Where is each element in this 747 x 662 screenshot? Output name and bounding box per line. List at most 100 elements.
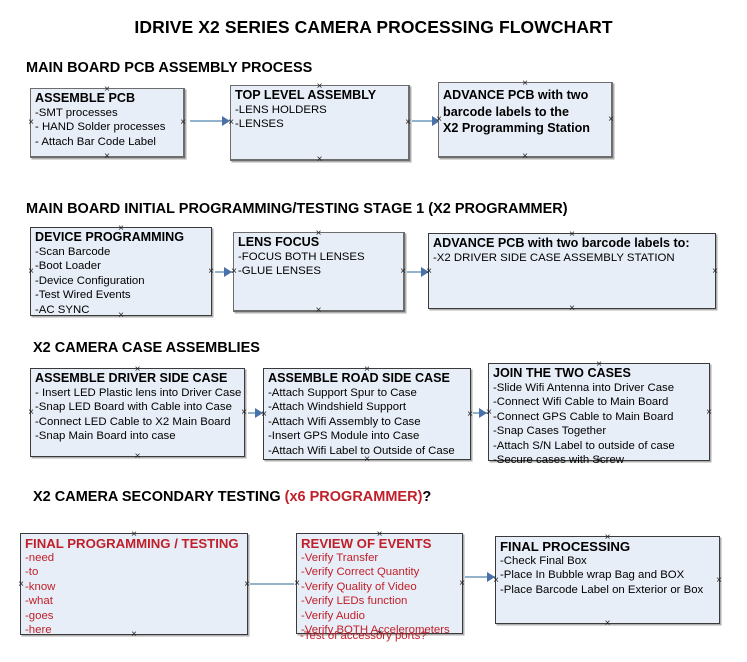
- box-line: -Check Final Box: [500, 555, 587, 567]
- box-line: X2 Programming Station: [443, 121, 590, 135]
- box-line: -need: [25, 552, 55, 564]
- box-line: - Attach Bar Code Label: [35, 135, 156, 148]
- box-advance-pcb-driver-side-case[interactable]: ADVANCE PCB with two barcode labels to: …: [428, 233, 716, 309]
- section-header-accent: (x6 PROGRAMMER): [284, 489, 423, 505]
- box-line: - Insert LED Plastic lens into Driver Ca…: [35, 387, 242, 399]
- box-review-of-events[interactable]: REVIEW OF EVENTS -Verify Transfer -Verif…: [296, 533, 463, 637]
- box-line: -Connect LED Cable to X2 Main Board: [35, 415, 231, 428]
- box-line: barcode labels to the: [443, 104, 569, 119]
- section-header-text: X2 CAMERA CASE ASSEMBLIES: [33, 340, 260, 356]
- box-line: -Connect GPS Cable to Main Board: [493, 410, 674, 423]
- box-line: -Place In Bubble wrap Bag and BOX: [500, 569, 685, 582]
- box-line: -LENS HOLDERS: [235, 104, 327, 116]
- box-title: REVIEW OF EVENTS: [301, 536, 432, 551]
- resize-handle-bottom[interactable]: [603, 619, 612, 628]
- box-line: -Attach Support Spur to Case: [268, 387, 417, 399]
- box-join-the-two-cases[interactable]: JOIN THE TWO CASES -Slide Wifi Antenna i…: [488, 363, 710, 466]
- box-line: -Snap LED Board with Cable into Case: [35, 401, 232, 414]
- resize-handle-bottom[interactable]: [568, 304, 577, 313]
- section-header-text: MAIN BOARD PCB ASSEMBLY PROCESS: [26, 60, 313, 76]
- box-line: -Scan Barcode: [35, 246, 111, 258]
- box-line: -Slide Wifi Antenna into Driver Case: [493, 382, 675, 394]
- arrowhead-icon: [224, 267, 232, 277]
- box-line: -Attach Wifi Label to Outside of Case: [268, 444, 455, 457]
- box-line: -know: [25, 580, 56, 593]
- box-line: -goes: [25, 609, 54, 622]
- box-line: -Verify LEDs function: [301, 595, 408, 608]
- box-top-level-assembly[interactable]: TOP LEVEL ASSEMBLY -LENS HOLDERS -LENSES: [230, 85, 410, 161]
- arrowhead-icon: [222, 116, 230, 126]
- box-title: TOP LEVEL ASSEMBLY: [235, 88, 377, 102]
- box-line: -Device Configuration: [35, 274, 145, 287]
- box-advance-pcb-programming-station[interactable]: ADVANCE PCB with two barcode labels to t…: [438, 82, 613, 158]
- box-line: ADVANCE PCB with two: [443, 88, 589, 102]
- connector-review-of-events-to-final-processing: [465, 576, 495, 578]
- section-header-text: X2 CAMERA SECONDARY TESTING: [33, 489, 285, 505]
- box-line: -Snap Main Board into case: [35, 430, 176, 443]
- box-line: -FOCUS BOTH LENSES: [238, 251, 365, 263]
- resize-handle-bottom[interactable]: [315, 155, 324, 164]
- box-line: -what: [25, 595, 53, 608]
- box-line-overflow: -Test of accessory ports?: [300, 630, 427, 642]
- box-title: ASSEMBLE DRIVER SIDE CASE: [35, 371, 228, 385]
- box-line: - HAND Solder processes: [35, 121, 166, 134]
- box-assemble-pcb[interactable]: ASSEMBLE PCB -SMT processes - HAND Solde…: [30, 88, 185, 158]
- arrowhead-icon: [479, 408, 487, 418]
- box-final-processing[interactable]: FINAL PROCESSING -Check Final Box -Place…: [495, 536, 720, 624]
- section-header-x2-camera-secondary-testing: X2 CAMERA SECONDARY TESTING (x6 PROGRAMM…: [33, 489, 431, 505]
- box-assemble-driver-side-case[interactable]: ASSEMBLE DRIVER SIDE CASE - Insert LED P…: [30, 368, 245, 457]
- box-line: -Secure cases with Screw: [493, 454, 625, 467]
- box-line: -Attach Wifi Assembly to Case: [268, 415, 421, 428]
- box-line: -Boot Loader: [35, 260, 101, 273]
- section-header-main-board-pcb-assembly-process: MAIN BOARD PCB ASSEMBLY PROCESS: [26, 60, 312, 76]
- arrowhead-icon: [255, 408, 263, 418]
- box-line: -here: [25, 624, 52, 637]
- box-line: -Verify Transfer: [301, 552, 379, 564]
- box-title: LENS FOCUS: [238, 235, 320, 249]
- arrowhead-icon: [432, 116, 440, 126]
- box-final-programming-testing[interactable]: FINAL PROGRAMMING / TESTING -need -to -k…: [20, 533, 248, 637]
- box-line: -X2 DRIVER SIDE CASE ASSEMBLY STATION: [433, 252, 675, 264]
- resize-handle-bottom[interactable]: [103, 152, 112, 161]
- box-title: JOIN THE TWO CASES: [493, 366, 631, 380]
- box-title: FINAL PROGRAMMING / TESTING: [25, 536, 239, 551]
- box-title: ADVANCE PCB with two barcode labels to:: [433, 236, 690, 250]
- box-line: -Place Barcode Label on Exterior or Box: [500, 583, 704, 596]
- box-line: -Insert GPS Module into Case: [268, 430, 420, 443]
- section-header-x2-camera-case-assemblies: X2 CAMERA CASE ASSEMBLIES: [33, 340, 260, 356]
- box-line: -Test Wired Events: [35, 289, 131, 302]
- box-device-programming[interactable]: DEVICE PROGRAMMING -Scan Barcode -Boot L…: [30, 227, 212, 316]
- box-title: ASSEMBLE ROAD SIDE CASE: [268, 371, 450, 385]
- box-line: -GLUE LENSES: [238, 265, 321, 278]
- resize-handle-right[interactable]: [711, 267, 720, 276]
- box-title: FINAL PROCESSING: [500, 539, 631, 554]
- box-assemble-road-side-case[interactable]: ASSEMBLE ROAD SIDE CASE -Attach Support …: [263, 368, 471, 460]
- connector-assemble-pcb-to-top-level-assembly: [190, 120, 227, 122]
- connector-top-level-assembly-to-advance-pcb: [412, 120, 438, 122]
- section-header-text: MAIN BOARD INITIAL PROGRAMMING/TESTING S…: [26, 201, 568, 217]
- arrowhead-icon: [487, 572, 495, 582]
- page-title: IDRIVE X2 SERIES CAMERA PROCESSING FLOWC…: [134, 17, 613, 37]
- box-title: ASSEMBLE PCB: [35, 91, 136, 105]
- section-header-tail: ?: [422, 489, 432, 505]
- box-line: -Attach Windshield Support: [268, 401, 407, 414]
- resize-handle-bottom[interactable]: [314, 306, 323, 315]
- box-line: -Verify Correct Quantity: [301, 566, 420, 579]
- resize-handle-bottom[interactable]: [133, 452, 142, 461]
- box-line: -Verify BOTH Accelerometers: [301, 624, 450, 637]
- resize-handle-bottom[interactable]: [521, 152, 530, 161]
- box-line: -Verify Quality of Video: [301, 580, 417, 593]
- box-lens-focus[interactable]: LENS FOCUS -FOCUS BOTH LENSES -GLUE LENS…: [233, 232, 405, 312]
- arrowhead-icon: [421, 267, 429, 277]
- box-line: -Connect Wifi Cable to Main Board: [493, 396, 669, 409]
- box-line: -Attach S/N Label to outside of case: [493, 439, 675, 452]
- box-line: -LENSES: [235, 118, 284, 131]
- box-line: -SMT processes: [35, 107, 118, 119]
- box-line: -to: [25, 566, 39, 579]
- connector-final-programming-to-review-of-events: [250, 583, 294, 585]
- box-line: -Verify Audio: [301, 609, 365, 622]
- box-title: DEVICE PROGRAMMING: [35, 230, 185, 244]
- box-line: -Snap Cases Together: [493, 425, 607, 438]
- box-line: -AC SYNC: [35, 303, 90, 316]
